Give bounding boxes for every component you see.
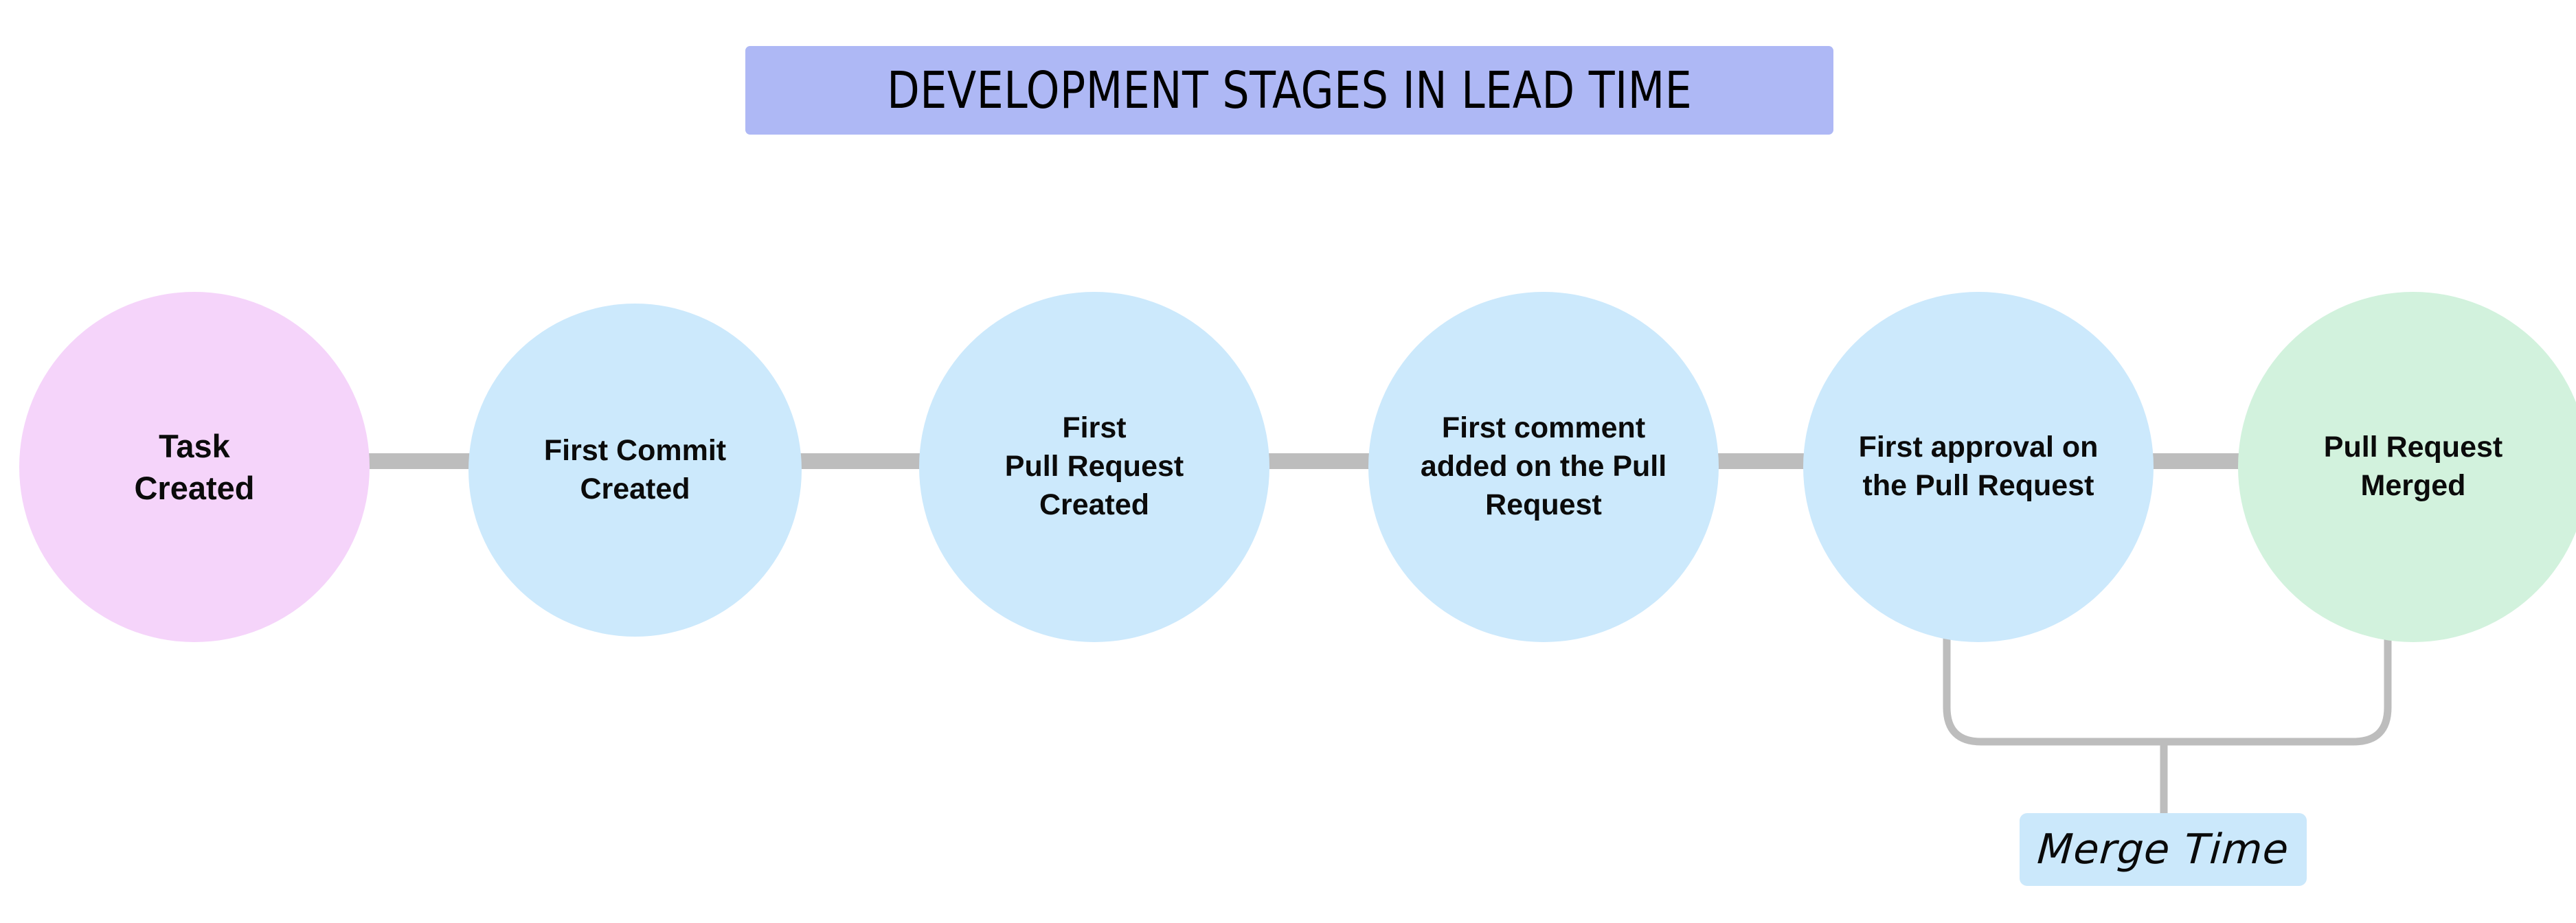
stage-node-task-created[interactable]: Task Created [19,292,370,642]
stage-label-first-approval-on-pull-request: First approval on the Pull Request [1858,431,2099,502]
merge-time-label: Merge Time [2035,825,2291,874]
connector-first-approval-to-pull-request-merged [2145,453,2248,469]
stage-node-first-approval-on-pull-request[interactable]: First approval on the Pull Request [1803,292,2154,642]
page-title: DEVELOPMENT STAGES IN LEAD TIME [886,60,1693,120]
stage-node-first-comment-on-pull-request[interactable]: First comment added on the Pull Request [1368,292,1719,642]
diagram-title-banner: DEVELOPMENT STAGES IN LEAD TIME [745,46,1833,135]
stage-label-first-commit-created: First Commit Created [543,433,727,505]
stage-node-first-pull-request-created[interactable]: First Pull Request Created [919,292,1269,642]
stage-label-first-pull-request-created: First Pull Request Created [1004,411,1184,521]
connector-first-comment-to-first-approval [1710,453,1812,469]
stage-node-pull-request-merged[interactable]: Pull Request Merged [2238,292,2576,642]
stage-label-first-comment-on-pull-request: First comment added on the Pull Request [1420,411,1667,521]
connector-first-commit-to-first-pull-request [793,453,928,469]
stage-label-pull-request-merged: Pull Request Merged [2323,431,2503,502]
connector-first-pull-request-to-first-comment [1261,453,1377,469]
stage-label-task-created: Task Created [134,427,255,506]
connector-task-created-to-first-commit [360,453,474,469]
merge-time-annotation-chip[interactable]: Merge Time [2020,813,2307,886]
stage-node-first-commit-created[interactable]: First Commit Created [468,304,802,637]
